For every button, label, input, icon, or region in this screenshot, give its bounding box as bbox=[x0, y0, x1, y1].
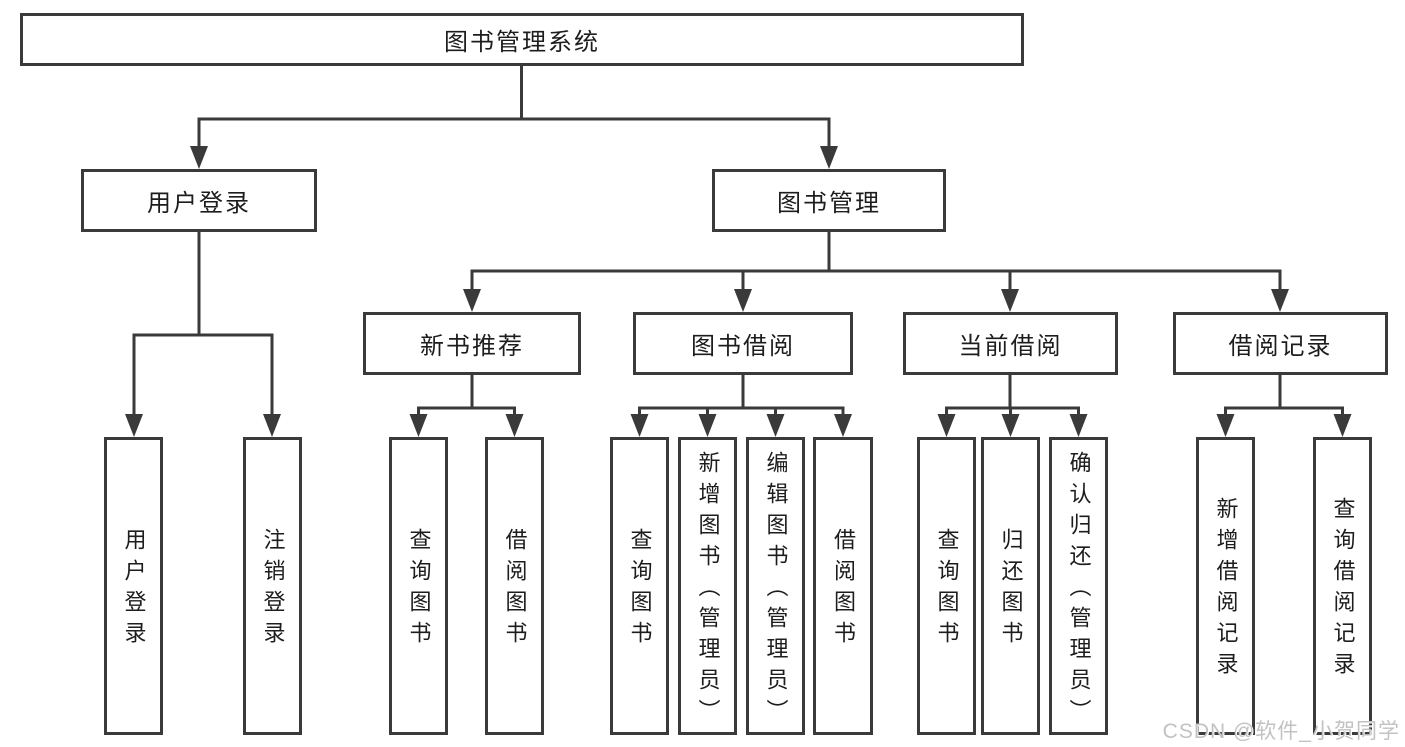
connector-lines bbox=[132, 64, 1344, 419]
leaf-borrowing-borrow-book: 借阅图书 bbox=[813, 437, 873, 735]
leaf-borrowing-edit-book-admin: 编辑图书（管理员） bbox=[746, 437, 805, 735]
leaf-user-login: 用户登录 bbox=[104, 437, 163, 735]
node-current-borrowing: 当前借阅 bbox=[903, 312, 1118, 375]
node-book-management: 图书管理 bbox=[712, 169, 946, 232]
watermark: CSDN @软件_小贺同学 bbox=[1162, 720, 1400, 743]
leaf-logout: 注销登录 bbox=[243, 437, 302, 735]
node-new-book-recommend: 新书推荐 bbox=[363, 312, 581, 375]
leaf-current-return-book: 归还图书 bbox=[981, 437, 1040, 735]
leaf-borrowing-query-book: 查询图书 bbox=[610, 437, 669, 735]
leaf-current-confirm-return-admin: 确认归还（管理员） bbox=[1049, 437, 1108, 735]
node-root: 图书管理系统 bbox=[20, 13, 1024, 66]
node-book-borrowing: 图书借阅 bbox=[633, 312, 853, 375]
leaf-records-query-record: 查询借阅记录 bbox=[1313, 437, 1372, 735]
leaf-recommend-query-book: 查询图书 bbox=[389, 437, 448, 735]
leaf-records-add-record: 新增借阅记录 bbox=[1196, 437, 1255, 735]
node-user-login: 用户登录 bbox=[81, 169, 317, 232]
leaf-recommend-borrow-book: 借阅图书 bbox=[485, 437, 544, 735]
leaf-borrowing-add-book-admin: 新增图书（管理员） bbox=[678, 437, 737, 735]
leaf-current-query-book: 查询图书 bbox=[917, 437, 976, 735]
node-borrowing-records: 借阅记录 bbox=[1173, 312, 1388, 375]
arrowhead-icons bbox=[125, 146, 1352, 437]
